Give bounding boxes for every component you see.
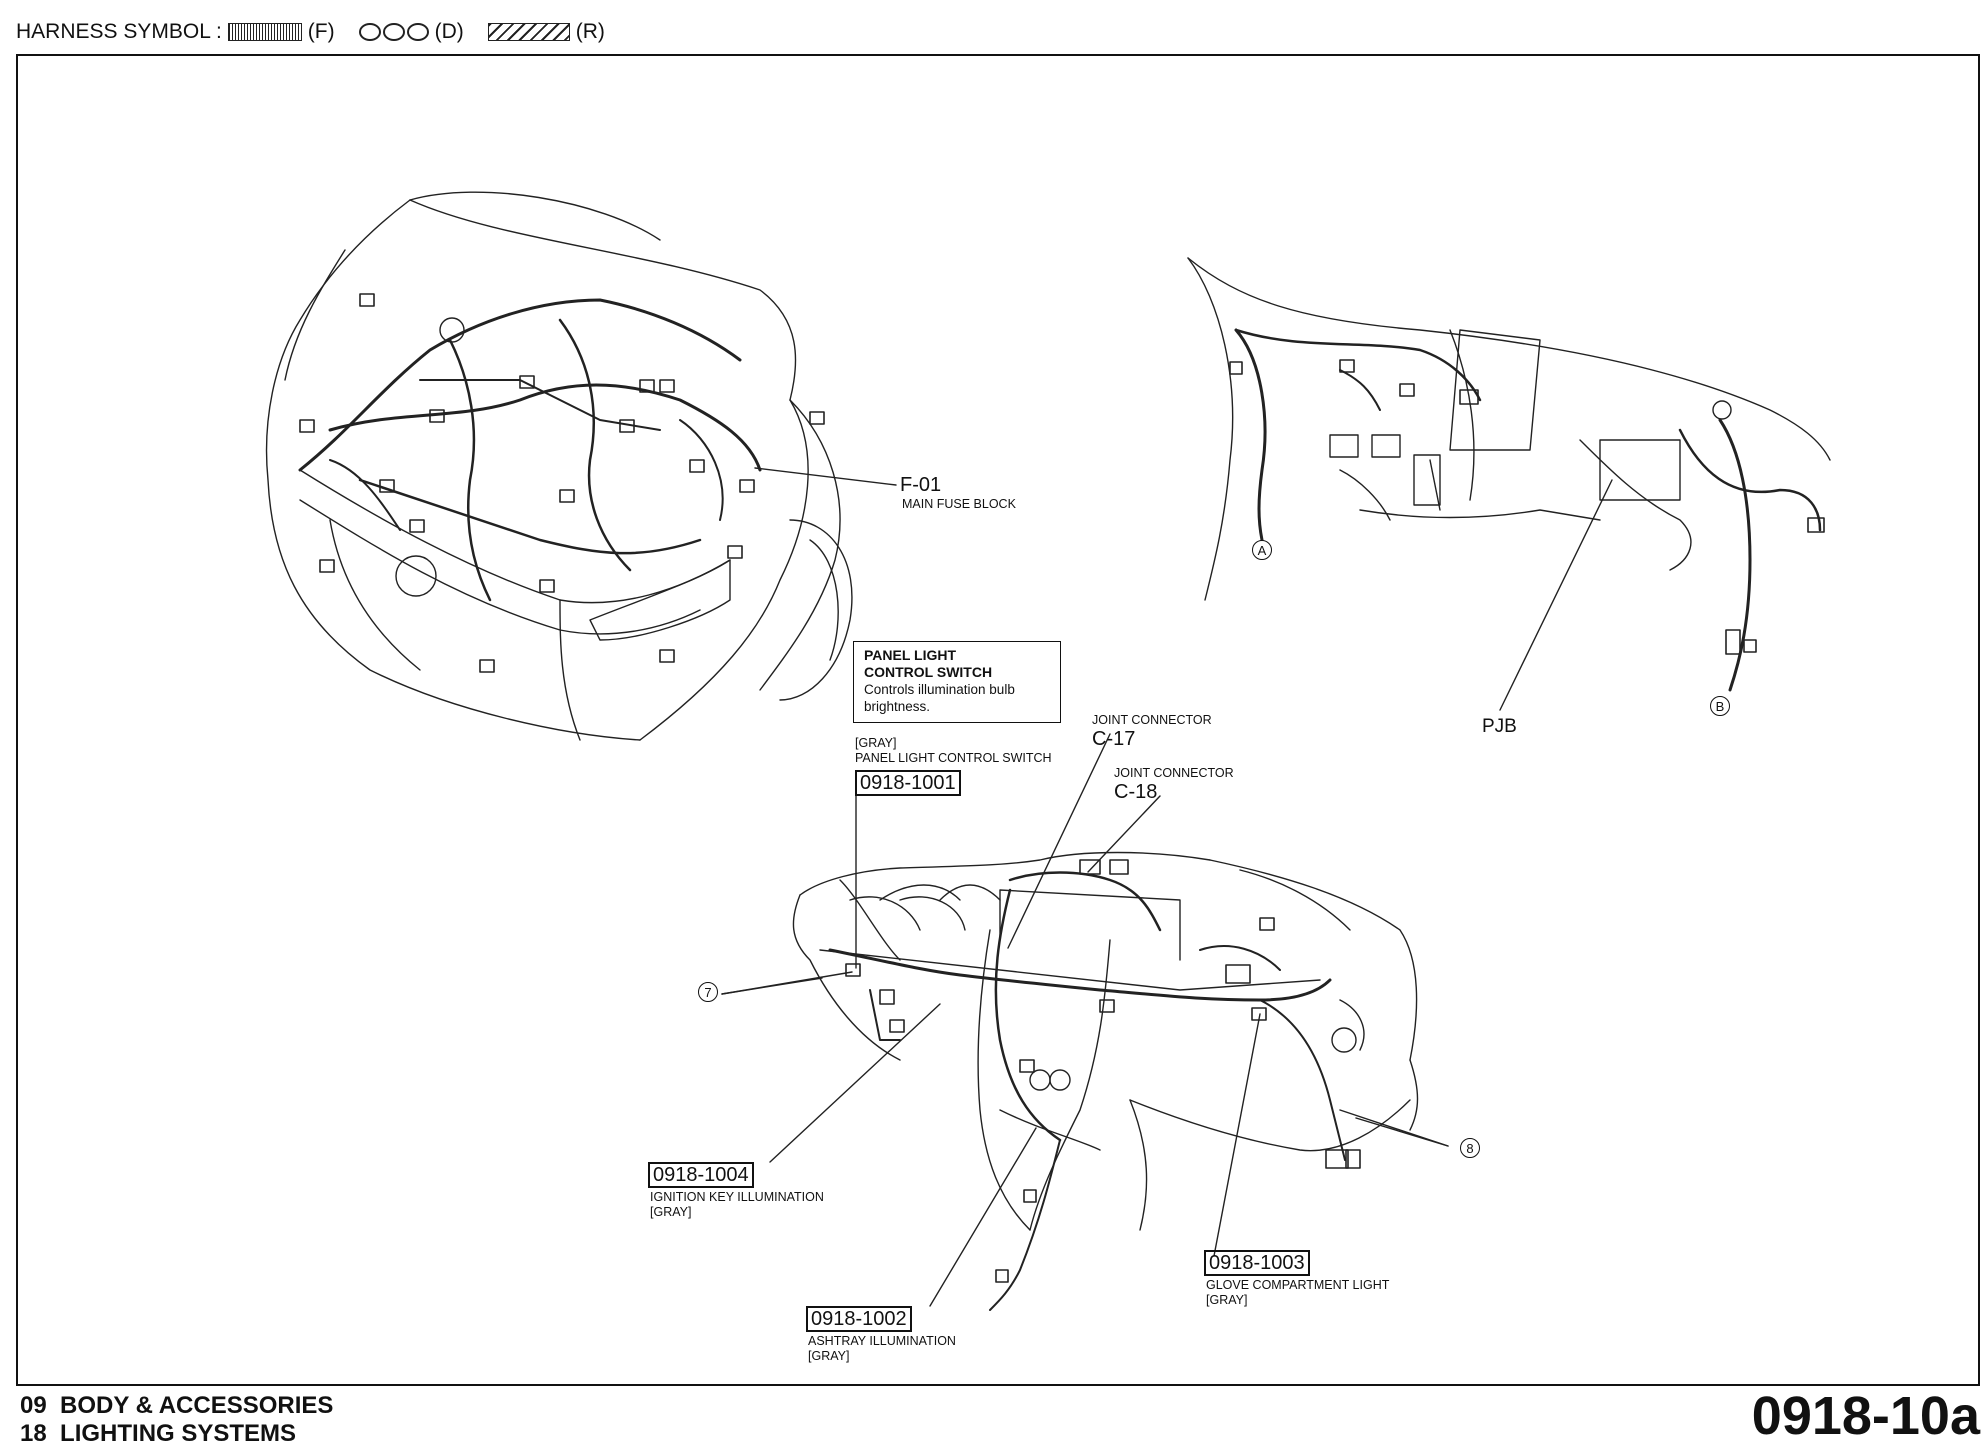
- f01-name: MAIN FUSE BLOCK: [902, 497, 1016, 511]
- c1002-color: [GRAY]: [808, 1349, 850, 1363]
- ref7-leader-b: [721, 971, 853, 995]
- c18-leader: [1087, 795, 1161, 873]
- c1004-code: 0918-1004: [648, 1162, 754, 1188]
- callout-title-line2: CONTROL SWITCH: [864, 664, 993, 680]
- pjb-label: PJB: [1482, 716, 1517, 737]
- c18-code: C-18: [1114, 781, 1158, 803]
- c18-label: JOINT CONNECTOR: [1114, 766, 1234, 780]
- harness-rear-symbol: [487, 23, 570, 41]
- c1004-name: IGNITION KEY ILLUMINATION: [650, 1190, 824, 1204]
- c1001-name: PANEL LIGHT CONTROL SWITCH: [855, 751, 1052, 765]
- c1002-name: ASHTRAY ILLUMINATION: [808, 1334, 956, 1348]
- connector-a-marker: A: [1252, 540, 1272, 560]
- c1003-name: GLOVE COMPARTMENT LIGHT: [1206, 1278, 1390, 1292]
- legend-code-r: (R): [575, 20, 605, 43]
- legend-code-f: (F): [307, 20, 335, 43]
- callout-desc-line1: Controls illumination bulb: [864, 682, 1015, 697]
- c1002-leader: [929, 1127, 1037, 1307]
- c1004-leader: [769, 1003, 941, 1163]
- c17-code: C-17: [1092, 728, 1136, 750]
- ref-8-marker: 8: [1460, 1138, 1480, 1158]
- c1003-code: 0918-1003: [1204, 1250, 1310, 1276]
- harness-legend: HARNESS SYMBOL : (F) (D) (R): [16, 20, 605, 44]
- section-line-1: 09 BODY & ACCESSORIES: [20, 1392, 334, 1419]
- section-footer: 09 BODY & ACCESSORIES 18 LIGHTING SYSTEM…: [20, 1392, 333, 1448]
- c1001-code: 0918-1001: [855, 770, 961, 796]
- panel-light-callout: PANEL LIGHT CONTROL SWITCH Controls illu…: [853, 641, 1061, 723]
- diagram-frame: [16, 54, 1980, 1386]
- callout-title-line1: PANEL LIGHT: [864, 647, 957, 663]
- c1001-color: [GRAY]: [855, 736, 897, 750]
- c17-leader: [1007, 733, 1111, 949]
- section-line-2: 18 LIGHTING SYSTEMS: [20, 1420, 297, 1447]
- c1004-color: [GRAY]: [650, 1205, 692, 1219]
- engine-bay-illustration: [265, 191, 853, 741]
- connector-b-marker: B: [1710, 696, 1730, 716]
- callout-desc-line2: brightness.: [864, 699, 931, 714]
- page-code: 0918-10a: [1751, 1386, 1980, 1446]
- c1003-color: [GRAY]: [1206, 1293, 1248, 1307]
- dashboard-illustration: [792, 851, 1419, 1311]
- pjb-leader: [1499, 479, 1613, 711]
- c1002-code: 0918-1002: [806, 1306, 912, 1332]
- c1003-leader: [1213, 1013, 1261, 1257]
- f01-code: F-01: [900, 474, 942, 496]
- legend-prefix: HARNESS SYMBOL :: [16, 20, 222, 43]
- harness-front-symbol: [227, 23, 302, 41]
- harness-dashboard-symbol: [358, 23, 429, 41]
- f01-leader: [754, 467, 897, 486]
- ref-7-marker: 7: [698, 982, 718, 1002]
- legend-code-d: (D): [434, 20, 464, 43]
- interior-illustration: [1187, 257, 1831, 692]
- c17-label: JOINT CONNECTOR: [1092, 713, 1212, 727]
- ref8-leader-b: [1339, 1109, 1449, 1147]
